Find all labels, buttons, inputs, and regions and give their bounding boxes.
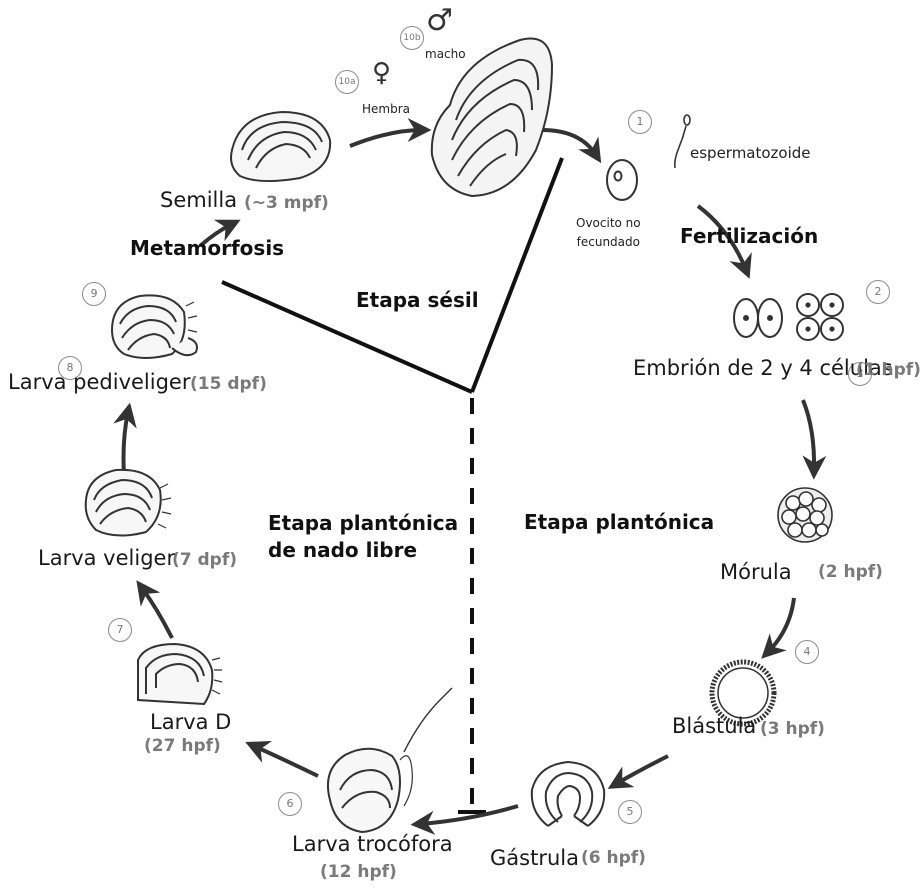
seed-shell-icon [231,112,330,181]
seed-time: (~3 mpf) [244,195,329,212]
veliger-time: (7 dpf) [172,552,237,569]
male-label: macho [425,48,466,60]
pediveliger-label: Larva pediveliger [8,372,191,393]
stage-number-6: 6 [278,792,302,816]
d-larva-icon [138,644,222,704]
gastrula-icon [532,762,604,826]
stage-number-7: 7 [108,618,132,642]
stage-number-10b: 10b [400,26,424,50]
oocyte-icon [607,160,637,200]
adult-oyster-icon [432,38,552,196]
stage-number-2: 2 [866,280,890,304]
stage-number-1: 1 [628,110,652,134]
female-symbol: ♀ [372,60,391,86]
morula-icon [778,488,832,542]
stage-number-10a: 10a [335,70,359,94]
stage-number-4: 4 [795,640,819,664]
embryo-label: Embrión de 2 y 4 células [633,358,893,379]
embryo-time: (1 hpf) [856,362,921,379]
planktonic-stage-left-label: Etapa plantónica de nado libre [268,510,458,564]
sperm-label: espermatozoide [690,146,811,161]
stage-number-5: 5 [618,800,642,824]
veliger-label: Larva veliger [38,548,175,569]
veliger-larva-icon [86,470,171,536]
d-larva-time: (27 hpf) [144,738,221,755]
metamorphosis-label: Metamorfosis [130,238,284,258]
gastrula-time: (6 hpf) [581,850,646,867]
blastula-time: (3 hpf) [760,721,825,738]
male-symbol: ♂ [426,6,453,36]
sessile-stage-label: Etapa sésil [356,290,479,310]
oocyte-label: Ovocito no fecundado [576,214,641,252]
morula-label: Mórula [720,562,792,583]
pediveliger-larva-icon [112,295,197,358]
two-cell-embryo-icon [734,299,782,337]
stage-number-9: 9 [82,282,106,306]
seed-label: Semilla [160,190,237,211]
planktonic-stage-right-label: Etapa plantónica [524,512,714,532]
blastula-label: Blástula [672,716,756,737]
gastrula-label: Gástrula [490,848,579,869]
trochophore-larva-icon [328,688,452,832]
trochophore-time: (12 hpf) [320,864,397,881]
pediveliger-time: (15 dpf) [190,376,267,393]
trochophore-label: Larva trocófora [292,834,453,855]
fertilization-label: Fertilización [680,226,818,246]
morula-time: (2 hpf) [818,564,883,581]
sperm-icon [675,115,690,168]
female-label: Hembra [362,103,410,115]
d-larva-label: Larva D [150,712,231,733]
four-cell-embryo-icon [797,294,843,340]
